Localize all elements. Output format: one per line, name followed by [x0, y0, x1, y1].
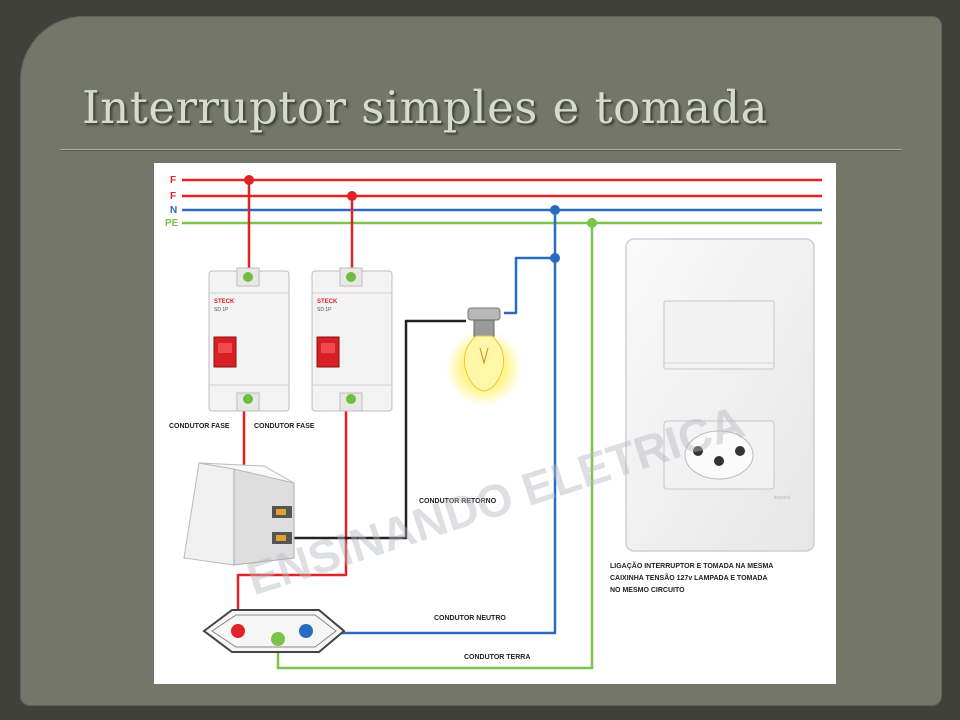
breaker-2-brand: STECK — [317, 299, 338, 305]
breaker-1-brand: STECK — [214, 299, 235, 305]
junction-box-phase — [231, 624, 245, 638]
breaker-1: STECK SD 1P — [208, 267, 290, 412]
breaker-1-rating: SD 1P — [214, 307, 229, 313]
breaker-2-bottom-terminal — [346, 394, 356, 404]
plate-switch-key — [663, 300, 775, 370]
plate-outlet-face — [684, 430, 754, 480]
outlet-hole-left — [693, 446, 703, 456]
wire-return — [290, 319, 466, 540]
outlet-hole-right — [735, 446, 745, 456]
switch-terminal-1 — [276, 509, 286, 515]
junction-phase-1 — [244, 175, 254, 185]
description-line-1: LIGAÇÃO INTERRUPTOR E TOMADA NA MESMA — [610, 561, 773, 570]
bus-bars: F F N PE — [165, 175, 822, 229]
bus-label-earth: PE — [165, 218, 179, 229]
label-conductor-earth: CONDUTOR TERRA — [464, 654, 530, 661]
breaker-1-bottom-terminal — [243, 394, 253, 404]
description-line-3: NO MESMO CIRCUITO — [610, 587, 685, 594]
wiring-diagram-svg: F F N PE — [165, 175, 822, 670]
wire-phase-2-to-outlet — [236, 396, 348, 631]
light-switch — [183, 462, 295, 566]
wall-plate: legrand — [625, 238, 815, 552]
description-line-2: CAIXINHA TENSÃO 127v LAMPADA E TOMADA — [610, 573, 768, 582]
junction-box-neutral — [299, 624, 313, 638]
bus-label-neutral: N — [170, 205, 177, 216]
slide-title: Interruptor simples e tomada — [82, 81, 768, 134]
breaker-1-top-terminal — [243, 272, 253, 282]
junction-box-earth — [271, 632, 285, 646]
title-divider — [60, 149, 902, 151]
junction-dots — [244, 175, 597, 263]
wire-neutral-lamp — [504, 256, 555, 315]
junction-neutral — [550, 205, 560, 215]
outlet-hole-earth — [714, 456, 724, 466]
junction-phase-2 — [347, 191, 357, 201]
bus-label-phase-1: F — [170, 175, 176, 186]
bus-label-phase-2: F — [170, 191, 176, 202]
switch-terminal-2 — [276, 535, 286, 541]
label-conductor-neutral: CONDUTOR NEUTRO — [434, 615, 506, 622]
lamp — [446, 307, 522, 406]
wire-neutral-outlet — [304, 210, 557, 635]
plate-brand: legrand — [774, 495, 791, 501]
breaker-2: STECK SD 1P — [311, 267, 393, 412]
wiring-diagram: F F N PE — [154, 163, 836, 684]
wire-earth — [276, 223, 594, 670]
breaker-2-top-terminal — [346, 272, 356, 282]
junction-neutral-lamp — [550, 253, 560, 263]
wires — [236, 180, 594, 670]
label-conductor-phase-1: CONDUTOR FASE — [169, 423, 230, 430]
breaker-2-rating: SD 1P — [317, 307, 332, 313]
junction-earth — [587, 218, 597, 228]
junction-box — [202, 609, 346, 653]
lamp-socket — [467, 307, 501, 321]
label-conductor-return: CONDUTOR RETORNO — [419, 498, 497, 505]
label-conductor-phase-2: CONDUTOR FASE — [254, 423, 315, 430]
